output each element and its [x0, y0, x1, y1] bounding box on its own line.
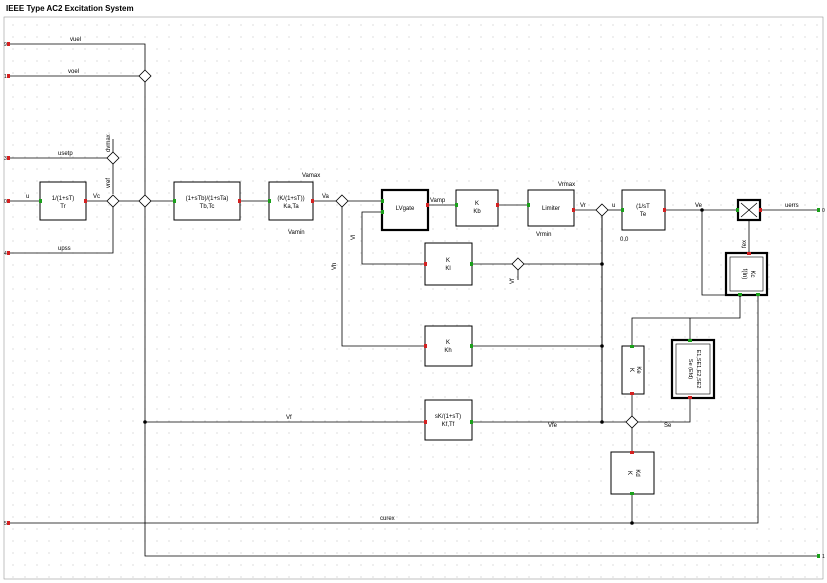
block-kftf-param: Kf,Tf	[442, 422, 455, 428]
sum-va[interactable]	[335, 194, 349, 208]
block-te[interactable]: (1/sT Te	[621, 189, 666, 231]
block-fex-param: Kc	[749, 270, 755, 277]
signal-vref: vref	[106, 178, 112, 188]
signal-vc: Vc	[93, 194, 100, 200]
signal-u2: u	[612, 203, 615, 209]
signal-vh: Vh	[332, 263, 338, 270]
port-voel: 1	[4, 74, 7, 80]
block-te-formula: (1/sT	[636, 204, 650, 210]
block-kl-param: Kl	[445, 266, 450, 272]
block-ke[interactable]: K Ke	[621, 345, 645, 395]
port-uerrs: 0	[822, 208, 825, 214]
signal-vamp: Vamp	[430, 198, 446, 204]
multiplier-block[interactable]	[736, 198, 762, 222]
block-tbtc-param: Tb,Tc	[200, 204, 215, 210]
port-vuel: 9	[4, 42, 7, 48]
block-kata-param: Ka,Ta	[283, 204, 299, 210]
signal-vrmin: Vrmin	[536, 232, 551, 238]
sum-vfe[interactable]	[625, 415, 639, 429]
port-curex: 5	[4, 521, 7, 527]
frame	[3, 16, 824, 580]
sum-vc[interactable]	[106, 194, 120, 208]
block-se-param: E1,SE1,E2,SE2	[695, 350, 701, 389]
block-kftf-formula: sK/(1+sT)	[435, 414, 461, 420]
signal-usetp: usetp	[58, 151, 73, 157]
block-kb-param: Kb	[473, 209, 481, 215]
block-limiter[interactable]: Limiter	[527, 189, 575, 227]
block-ke-k: K	[628, 368, 634, 372]
diagram-title: IEEE Type AC2 Excitation System	[6, 4, 134, 13]
port-u: 0	[4, 199, 7, 205]
signal-fex: fex	[742, 240, 748, 248]
port-labels: 9 1 3 0 4 5 0 1	[4, 42, 825, 560]
signal-upss: upss	[58, 246, 71, 252]
block-se-formula: Se (Efd)	[687, 359, 693, 379]
signal-vuel: vuel	[70, 37, 81, 43]
signal-u: u	[26, 194, 29, 200]
signal-se: Se	[664, 423, 672, 429]
signal-voel: voel	[68, 69, 79, 75]
sum-main[interactable]	[138, 194, 152, 208]
signal-curex: curex	[380, 516, 395, 522]
block-ke-param: Ke	[635, 366, 641, 374]
block-kftf[interactable]: sK/(1+sT) Kf,Tf	[424, 399, 473, 441]
block-kb-k: K	[475, 201, 479, 207]
block-limiter-label: Limiter	[542, 206, 560, 212]
block-kd-k: K	[626, 471, 632, 475]
sum-dvmax[interactable]	[106, 151, 120, 165]
sum-kl[interactable]	[511, 257, 525, 271]
block-tr-param: Tr	[60, 204, 65, 210]
port-usetp: 3	[4, 156, 7, 162]
block-kd[interactable]: K Kd	[610, 451, 655, 495]
block-kd-param: Kd	[634, 469, 640, 476]
signal-vamin: Vamin	[288, 230, 305, 236]
block-kata[interactable]: (K/(1+sT)) Ka,Ta	[268, 181, 314, 221]
signal-vamax: Vamax	[302, 173, 320, 179]
signal-ve: Ve	[695, 203, 703, 209]
block-kh-k: K	[446, 340, 450, 346]
block-lvgate-label: LVgate	[396, 206, 415, 212]
block-kl-k: K	[446, 258, 450, 264]
block-tr-formula: 1/(1+sT)	[52, 196, 75, 202]
block-fex-formula: f(In)	[741, 269, 747, 280]
block-tbtc[interactable]: (1+sTb)/(1+sTa) Tb,Tc	[173, 181, 241, 221]
signal-uerrs: uerrs	[785, 203, 799, 209]
block-kb[interactable]: K Kb	[455, 189, 499, 227]
block-lvgate[interactable]: LVgate	[380, 188, 430, 232]
summing-junctions	[106, 69, 639, 429]
block-pins	[7, 42, 820, 558]
block-kl[interactable]: K Kl	[424, 242, 473, 286]
block-kata-formula: (K/(1+sT))	[277, 196, 304, 202]
port-out-bottom: 1	[822, 554, 825, 560]
block-kh-param: Kh	[444, 348, 451, 354]
block-tr[interactable]: 1/(1+sT) Tr	[39, 181, 87, 221]
block-tbtc-formula: (1+sTb)/(1+sTa)	[186, 196, 229, 202]
signal-va: Va	[322, 194, 330, 200]
sum-vuel-voel[interactable]	[138, 69, 152, 83]
signal-zero: 0.0	[620, 237, 629, 243]
block-se[interactable]: Se (Efd) E1,SE1,E2,SE2	[670, 338, 716, 400]
signal-dvmax: dvmax	[106, 134, 112, 152]
signal-vf: Vf	[286, 415, 292, 421]
block-kh[interactable]: K Kh	[424, 325, 473, 367]
sum-vr[interactable]	[595, 203, 609, 217]
signal-vfe: Vfe	[548, 423, 558, 429]
signal-labels: vuel voel usetp u upss Vc Vamax Vamin Va…	[26, 37, 799, 522]
block-fex[interactable]: f(In) Kc	[724, 251, 769, 297]
block-te-param: Te	[640, 212, 647, 218]
signal-vf2: Vf	[510, 278, 516, 284]
signal-vrmax: Vrmax	[558, 182, 575, 188]
port-upss: 4	[4, 251, 7, 257]
signal-vl: Vl	[351, 235, 357, 240]
signal-vr: Vr	[580, 203, 586, 209]
